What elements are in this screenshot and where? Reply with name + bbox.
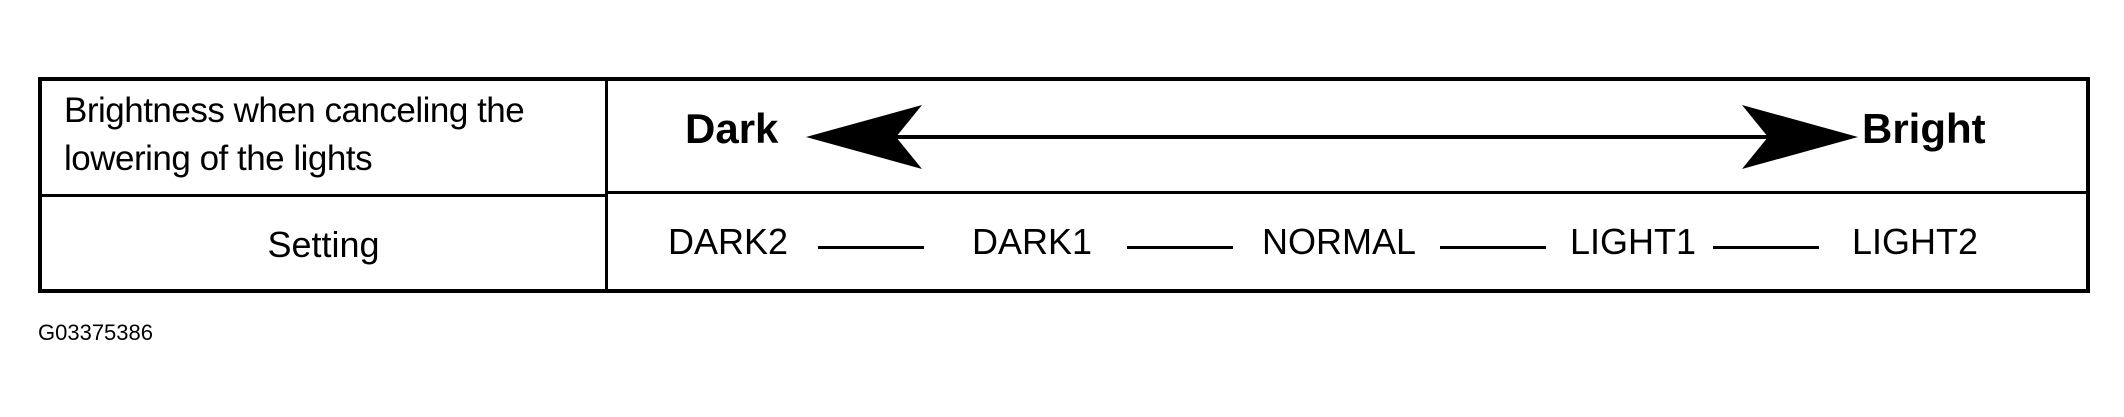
- column-divider: [605, 81, 608, 289]
- setting-normal: NORMAL: [1262, 221, 1417, 262]
- setting-light2: LIGHT2: [1852, 221, 1979, 262]
- row-divider-left: [42, 194, 606, 197]
- brightness-table: Brightness when canceling the lowering o…: [38, 77, 2090, 293]
- connector-line: [1127, 246, 1233, 249]
- connector-line: [1440, 246, 1546, 249]
- brightness-row-label: Brightness when canceling the lowering o…: [64, 91, 525, 178]
- dark-label: Dark: [685, 105, 779, 152]
- figure-id: G03375386: [38, 320, 153, 345]
- double-arrow-icon: [806, 105, 1858, 169]
- bright-label: Bright: [1862, 105, 1986, 152]
- row-divider-right: [606, 191, 2086, 194]
- setting-dark1: DARK1: [972, 221, 1093, 262]
- setting-light1: LIGHT1: [1570, 221, 1697, 262]
- connector-line: [1713, 246, 1819, 249]
- setting-dark2: DARK2: [668, 221, 789, 262]
- connector-line: [818, 246, 924, 249]
- setting-row-label: Setting: [267, 224, 380, 265]
